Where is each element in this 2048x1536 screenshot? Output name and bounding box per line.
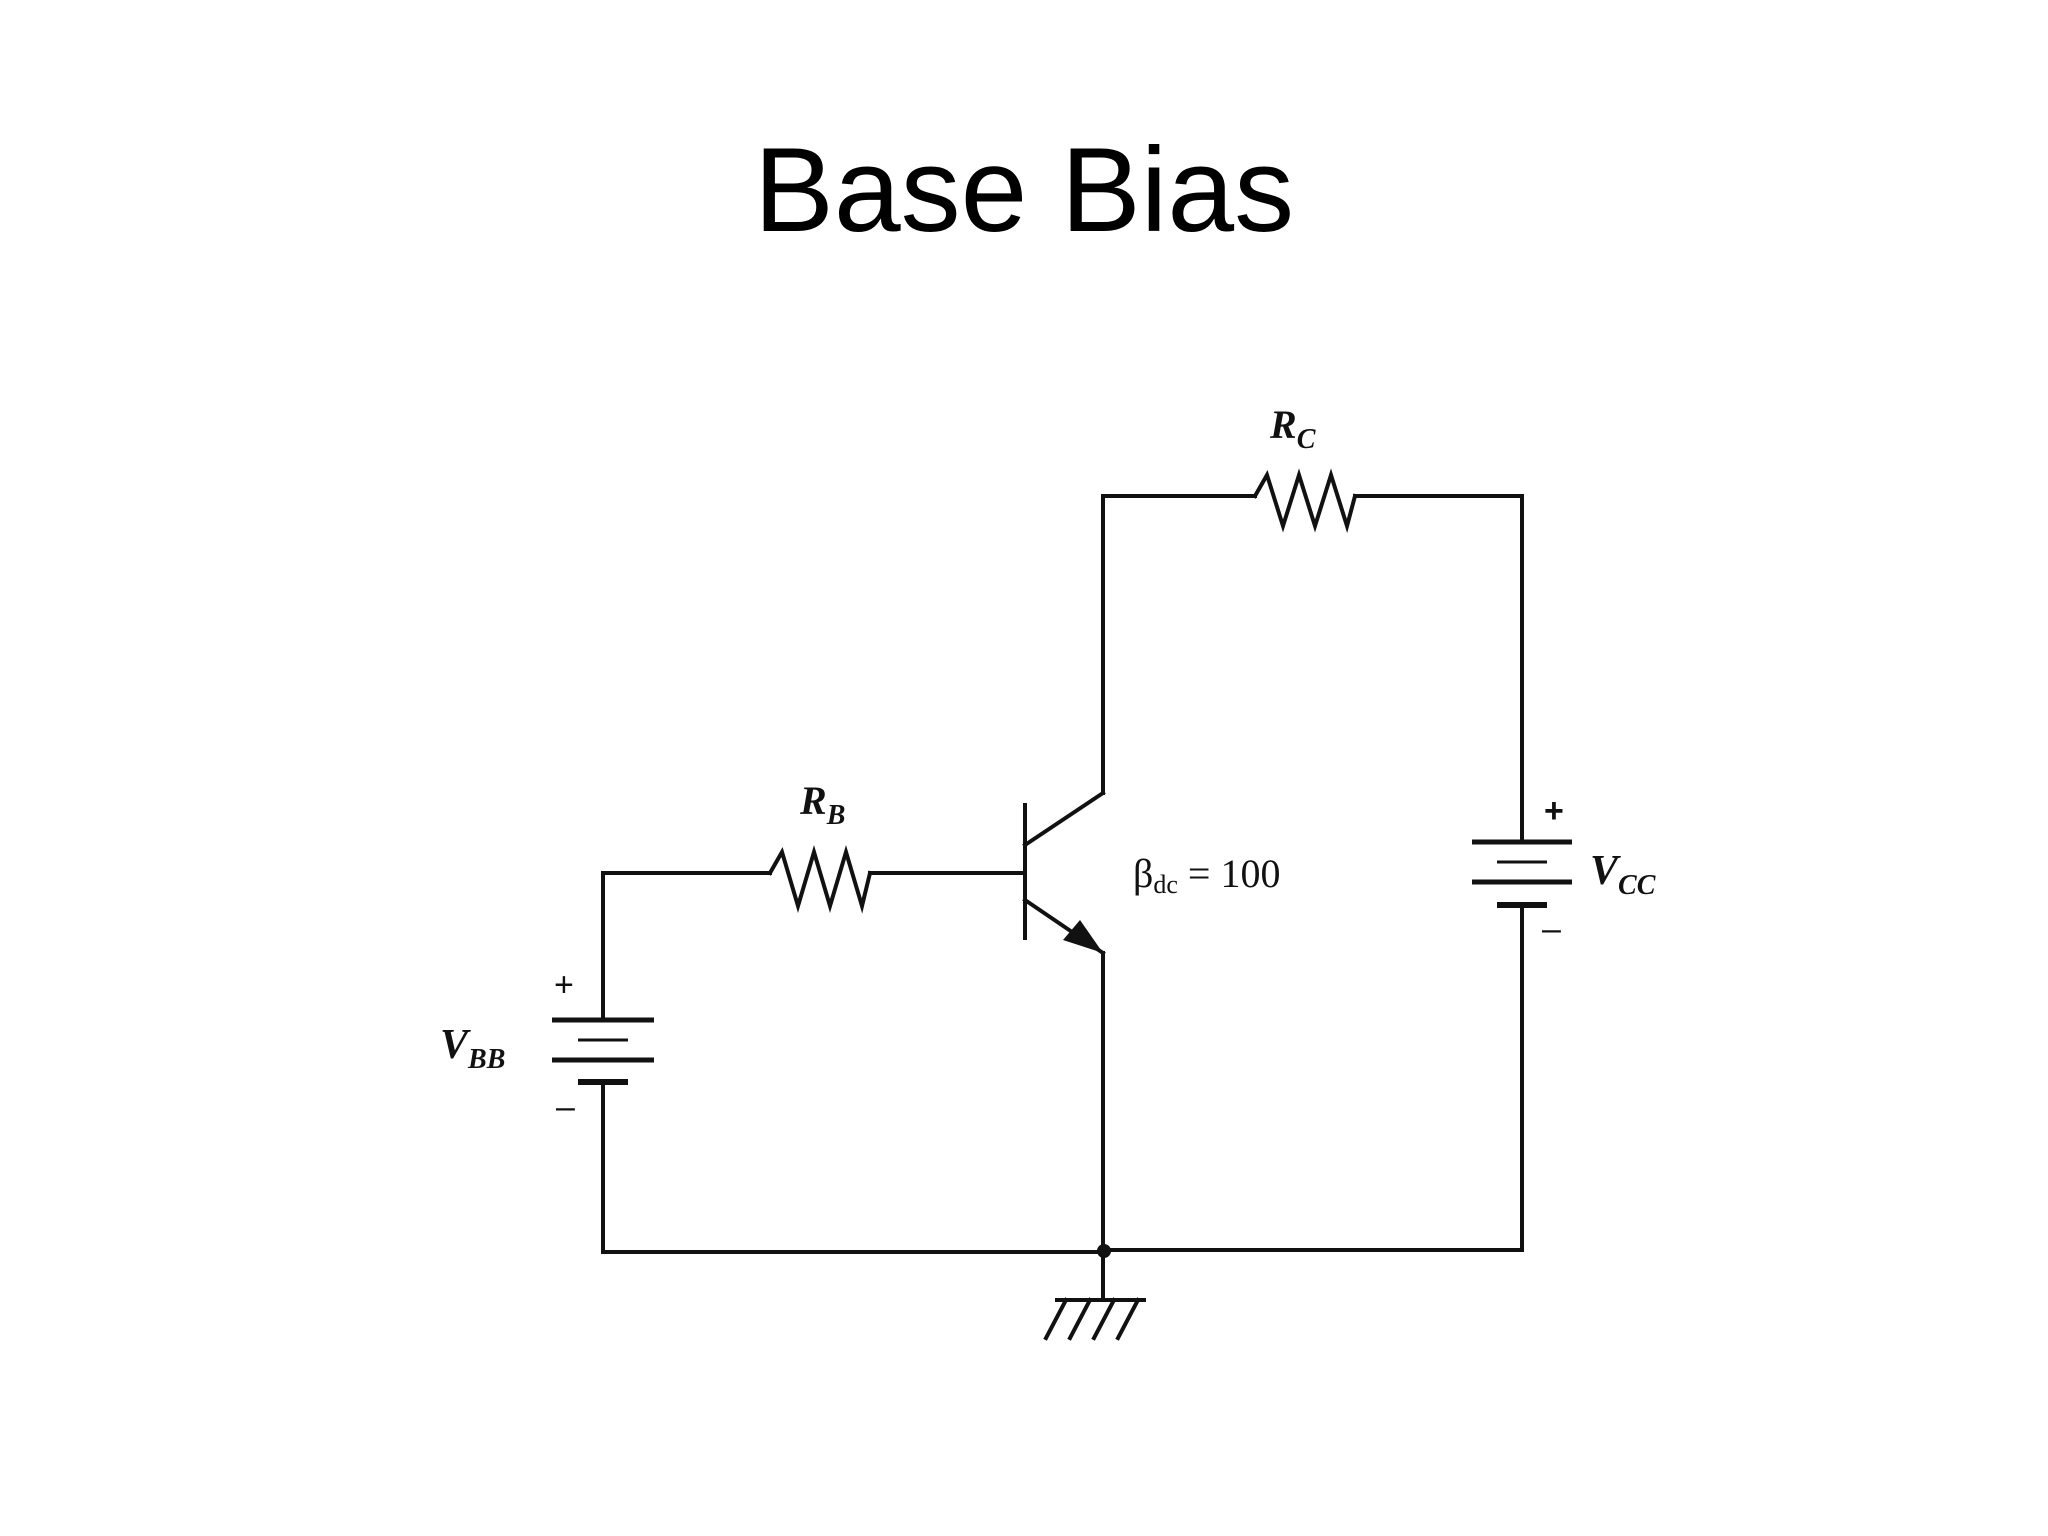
- beta-sub: dc: [1153, 870, 1178, 899]
- vbb-minus-sign: –: [556, 1088, 575, 1126]
- rc-label: RC: [1269, 402, 1316, 455]
- ground-junction-dot: [1097, 1244, 1111, 1258]
- battery-vcc: + – VCC: [1472, 792, 1656, 948]
- vbb-label: VBB: [440, 1022, 505, 1075]
- vcc-minus-sign: –: [1542, 910, 1561, 948]
- wire-vcc-to-ground: [1101, 903, 1524, 1252]
- vcc-label: VCC: [1590, 848, 1656, 901]
- wire-vbb-to-ground: [601, 1080, 1105, 1254]
- beta-value: = 100: [1178, 851, 1281, 896]
- circuit-wires: [601, 494, 1524, 1302]
- transistor-collector-leg: [1022, 790, 1106, 848]
- vcc-plus-sign: +: [1544, 792, 1564, 830]
- rc-label-main: R: [1269, 402, 1297, 447]
- slide-title: Base Bias: [753, 123, 1295, 257]
- ground-icon: [1043, 1297, 1146, 1341]
- beta-label: βdc = 100: [1133, 851, 1280, 899]
- battery-vbb: + – VBB: [440, 966, 654, 1126]
- beta-symbol: β: [1133, 851, 1153, 896]
- rc-label-sub: C: [1297, 424, 1316, 455]
- vbb-plus-sign: +: [554, 966, 574, 1004]
- vbb-label-main: V: [440, 1022, 471, 1068]
- npn-transistor: βdc = 100: [1022, 790, 1280, 956]
- resistor-rc: RC: [1252, 402, 1358, 534]
- vbb-label-sub: BB: [467, 1044, 505, 1075]
- rb-label: RB: [799, 778, 845, 831]
- resistor-rb-zigzag: [767, 844, 873, 914]
- emitter-arrow-icon: [1063, 920, 1103, 953]
- rb-label-main: R: [799, 778, 827, 823]
- resistor-rb: RB: [767, 778, 873, 914]
- wire-vbb-to-rb: [601, 871, 772, 1022]
- wire-rc-to-vcc: [1353, 494, 1524, 844]
- rb-label-sub: B: [826, 800, 846, 831]
- vcc-label-main: V: [1590, 848, 1621, 894]
- vcc-label-sub: CC: [1618, 870, 1656, 901]
- resistor-rc-zigzag: [1252, 468, 1358, 534]
- wire-collector-to-rc: [1101, 494, 1257, 795]
